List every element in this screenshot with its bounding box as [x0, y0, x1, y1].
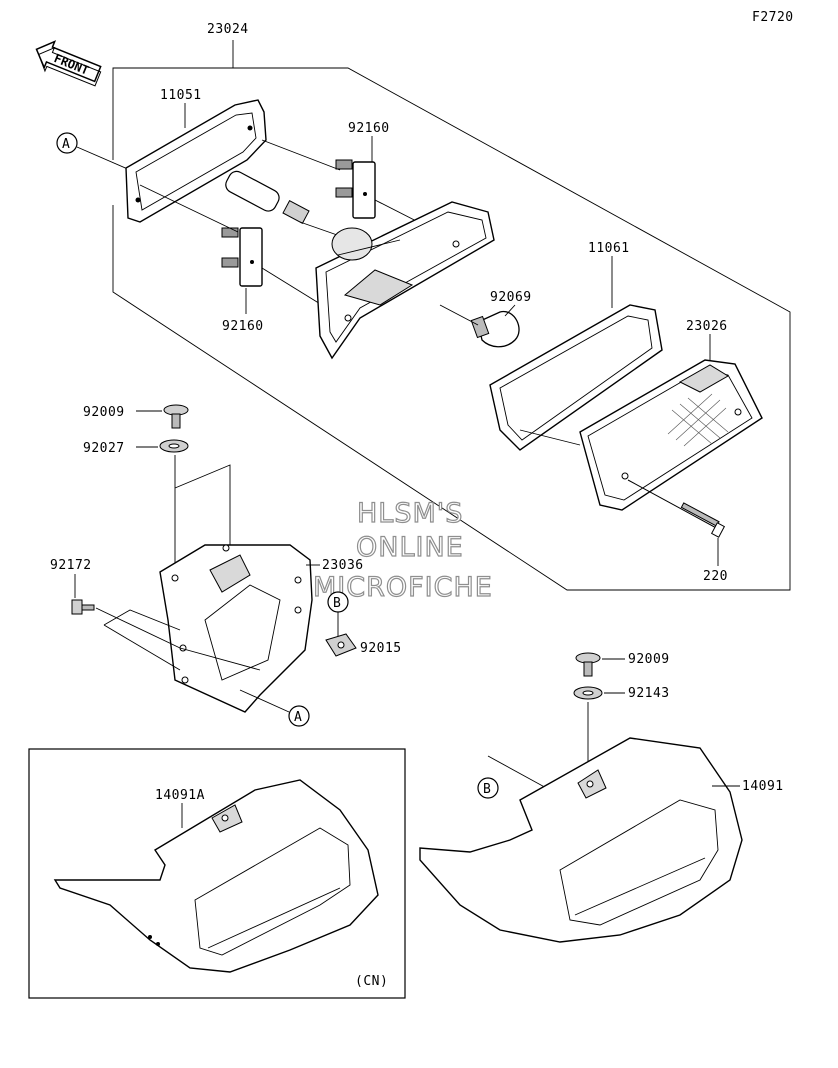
label-92027: 92027: [83, 441, 125, 456]
label-220: 220: [703, 569, 728, 584]
svg-text:A: A: [62, 137, 70, 152]
cover-14091: [419, 737, 743, 943]
svg-text:HLSM'S: HLSM'S: [357, 498, 463, 529]
label-92009-left: 92009: [83, 405, 125, 420]
screw-92009-right: [575, 652, 601, 677]
figure-code: F2720: [752, 10, 794, 25]
bulb-92069: [470, 310, 520, 348]
label-14091: 14091: [742, 779, 784, 794]
screw-92009-left: [163, 404, 189, 429]
label-23024: 23024: [207, 22, 249, 37]
label-92015: 92015: [360, 641, 402, 656]
svg-text:B: B: [333, 596, 341, 611]
lamp-housing: [315, 201, 495, 360]
label-14091A: 14091A: [155, 788, 205, 803]
bolt-92172: [71, 599, 95, 615]
svg-text:B: B: [483, 782, 491, 797]
socket-92160-bottom: [221, 227, 263, 287]
label-92160-top: 92160: [348, 121, 390, 136]
socket-92160-top: [335, 159, 376, 219]
svg-text:ONLINE: ONLINE: [356, 532, 464, 563]
label-92160-bottom: 92160: [222, 319, 264, 334]
callout-b-right: B: [477, 755, 589, 801]
bracket-23036: [159, 544, 313, 713]
variant-note: (CN): [355, 974, 388, 989]
bulb-small: [225, 170, 310, 225]
assembly-outline-23024: [112, 40, 791, 591]
lens-gasket-11061: [489, 304, 663, 451]
label-92172: 92172: [50, 558, 92, 573]
label-11061: 11061: [588, 241, 630, 256]
washer-92027: [159, 439, 189, 453]
callout-a-bottom: A: [239, 689, 310, 727]
label-11051: 11051: [160, 88, 202, 103]
label-23036: 23036: [322, 558, 364, 573]
front-arrow-icon: FRONT: [35, 40, 102, 87]
callout-a-top: A: [56, 132, 131, 171]
lens-23026: [579, 359, 763, 511]
label-92143: 92143: [628, 686, 670, 701]
label-23026: 23026: [686, 319, 728, 334]
screw-220: [627, 479, 726, 538]
nut-92015: [325, 633, 357, 657]
watermark: HLSM'S ONLINE MICROFICHE: [312, 497, 492, 603]
washer-92143: [573, 686, 603, 700]
label-92069: 92069: [490, 290, 532, 305]
callout-b-mid: B: [327, 591, 349, 636]
svg-text:A: A: [294, 710, 302, 725]
gasket-plate-11051: [125, 99, 267, 223]
label-92009-right: 92009: [628, 652, 670, 667]
variant-inset-cn: [28, 748, 406, 999]
